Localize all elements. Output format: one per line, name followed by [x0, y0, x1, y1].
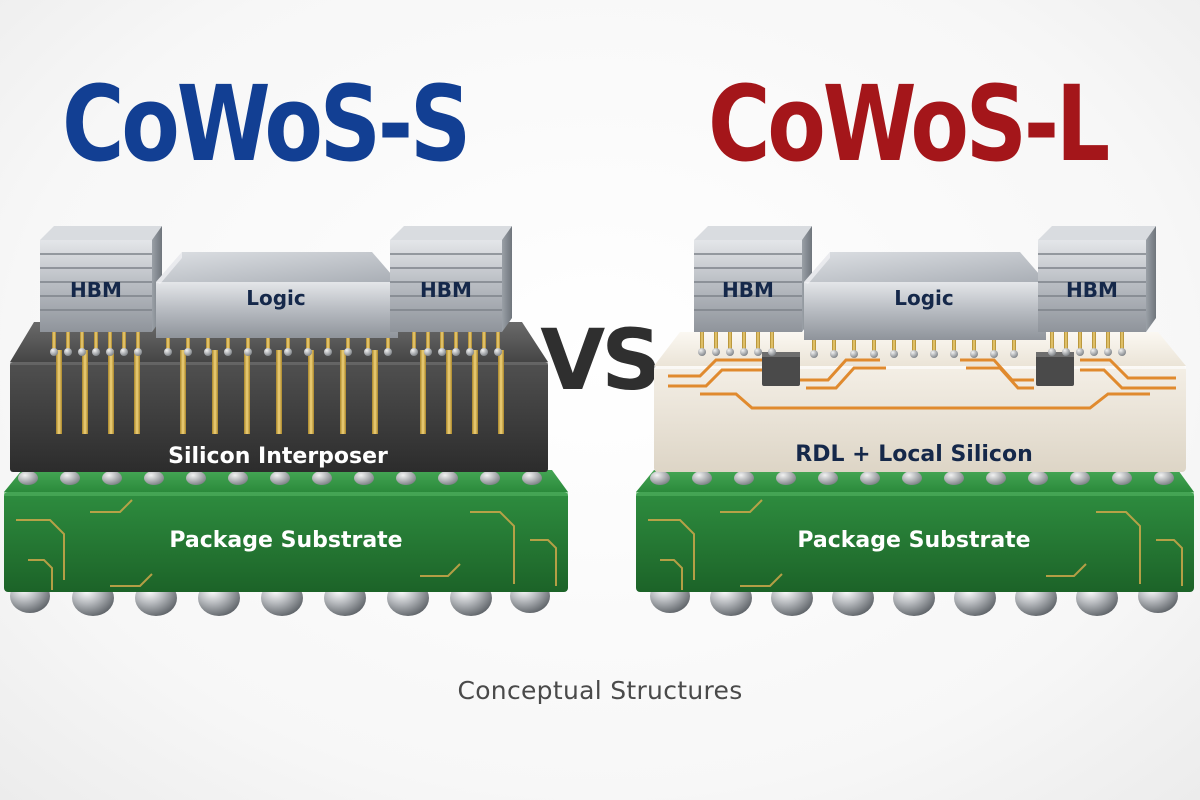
left-interposer-label: Silicon Interposer	[168, 444, 388, 469]
right-hbm-stack-2: HBM	[1038, 226, 1156, 332]
left-c4-bumps	[18, 471, 542, 485]
vs-label: VS	[540, 311, 662, 409]
right-rdl-interposer: RDL + Local Silicon	[654, 332, 1186, 472]
left-substrate-traces	[16, 499, 557, 590]
left-silicon-interposer: Silicon Interposer	[10, 322, 548, 472]
right-hbm-2-label: HBM	[1066, 278, 1118, 302]
right-rdl-traces	[668, 358, 1176, 410]
cowos-l-title: CoWoS-L	[708, 63, 1110, 185]
right-logic-die: Logic	[804, 252, 1046, 340]
right-hbm-stack-1: HBM	[694, 226, 812, 332]
right-substrate-traces	[648, 499, 1183, 590]
cowos-s-title: CoWoS-S	[62, 63, 471, 185]
right-micro-bumps	[698, 332, 1126, 358]
left-hbm-1-label: HBM	[70, 278, 122, 302]
cowos-l-stack: Package Substrate	[636, 226, 1194, 616]
right-c4-bumps	[650, 471, 1174, 485]
cowos-s-stack: Package Substrate	[4, 226, 568, 616]
right-hbm-1-label: HBM	[722, 278, 774, 302]
left-micro-bumps	[50, 330, 502, 356]
left-hbm-stack-2: HBM	[390, 226, 512, 332]
left-package-substrate: Package Substrate	[4, 470, 568, 592]
right-interposer-label: RDL + Local Silicon	[795, 442, 1032, 467]
right-logic-label: Logic	[894, 286, 954, 310]
right-substrate-label: Package Substrate	[797, 528, 1030, 553]
left-logic-die: Logic	[156, 252, 398, 338]
left-hbm-2-label: HBM	[420, 278, 472, 302]
right-package-substrate: Package Substrate	[636, 470, 1194, 592]
left-substrate-label: Package Substrate	[169, 528, 402, 553]
left-logic-label: Logic	[246, 286, 306, 310]
left-hbm-stack-1: HBM	[40, 226, 162, 332]
left-tsv-pillars	[56, 350, 504, 434]
diagram-caption: Conceptual Structures	[457, 676, 743, 705]
